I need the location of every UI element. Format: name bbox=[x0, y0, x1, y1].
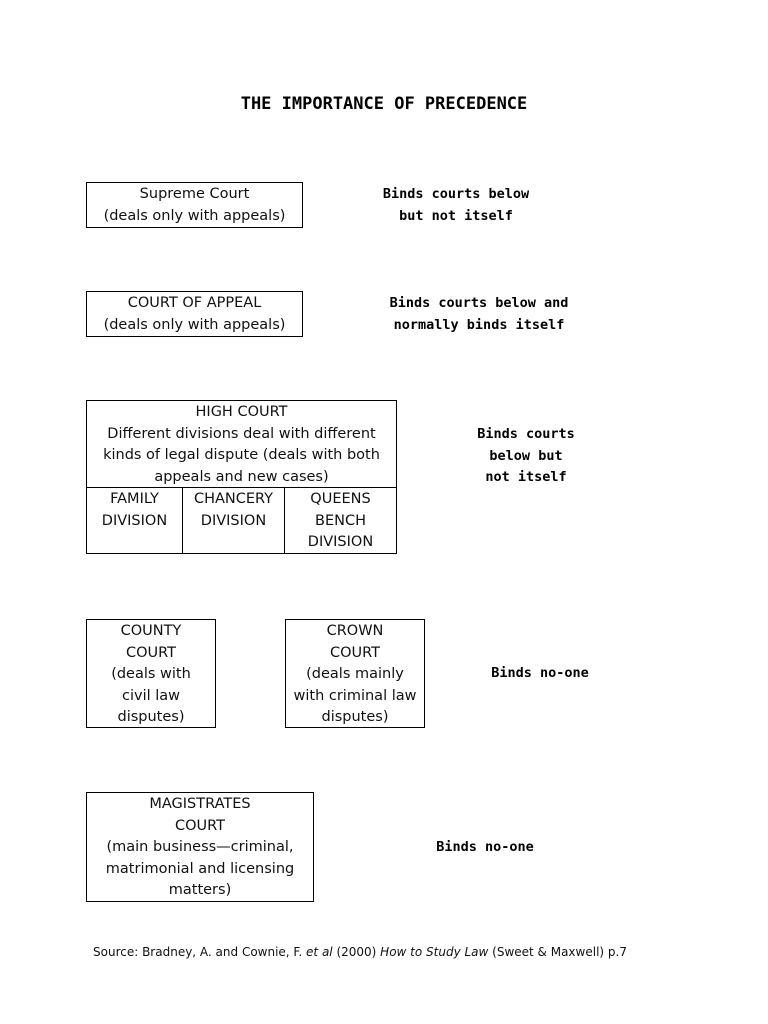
note-line: Binds no-one bbox=[436, 839, 534, 855]
magistrates-court-line: matters) bbox=[168, 882, 232, 898]
family-division-cell: FAMILY DIVISION bbox=[87, 488, 183, 553]
high-court-header: HIGH COURT Different divisions deal with… bbox=[87, 401, 396, 488]
high-court-note: Binds courts below but not itself bbox=[446, 424, 606, 489]
source-citation: Source: Bradney, A. and Cownie, F. et al… bbox=[93, 945, 627, 959]
note-line: but not itself bbox=[399, 207, 513, 224]
crown-court-line: with criminal law bbox=[293, 687, 417, 704]
magistrates-court-line: (main business—criminal, bbox=[106, 839, 294, 855]
page-title: THE IMPORTANCE OF PRECEDENCE bbox=[240, 94, 528, 114]
court-of-appeal-note: Binds courts below and normally binds it… bbox=[379, 293, 579, 336]
high-court-name: HIGH COURT bbox=[195, 404, 288, 420]
county-court-line: COUNTY bbox=[120, 623, 182, 639]
division-line: CHANCERY bbox=[193, 491, 274, 507]
division-line: QUEENS bbox=[310, 491, 371, 507]
source-prefix: Source: Bradney, A. and Cownie, F. bbox=[93, 945, 307, 959]
note-line: Binds courts below and bbox=[389, 295, 569, 311]
division-line: DIVISION bbox=[307, 534, 374, 550]
magistrates-court-line: MAGISTRATES bbox=[149, 796, 251, 812]
source-et-al: et al bbox=[306, 945, 333, 959]
magistrates-court-box: MAGISTRATES COURT (main business—crimina… bbox=[86, 792, 314, 902]
chancery-division-cell: CHANCERY DIVISION bbox=[183, 488, 285, 553]
court-of-appeal-description: (deals only with appeals) bbox=[103, 316, 286, 333]
high-court-box: HIGH COURT Different divisions deal with… bbox=[86, 400, 397, 554]
division-line: DIVISION bbox=[101, 512, 168, 529]
court-of-appeal-name: COURT OF APPEAL bbox=[127, 295, 262, 311]
crown-court-line: CROWN bbox=[326, 623, 384, 639]
supreme-court-name: Supreme Court bbox=[139, 186, 250, 202]
high-court-description-line: Different divisions deal with different bbox=[107, 425, 376, 442]
county-court-box: COUNTY COURT (deals with civil law dispu… bbox=[86, 619, 216, 728]
county-court-line: COURT bbox=[125, 644, 177, 661]
supreme-court-note: Binds courts below but not itself bbox=[356, 184, 556, 227]
county-court-line: disputes) bbox=[117, 709, 185, 725]
crown-court-box: CROWN COURT (deals mainly with criminal … bbox=[285, 619, 425, 728]
division-line: FAMILY bbox=[110, 491, 159, 507]
crown-court-line: (deals mainly bbox=[306, 666, 404, 682]
note-line: not itself bbox=[485, 469, 567, 485]
crown-court-line: disputes) bbox=[321, 709, 389, 725]
source-suffix: (Sweet & Maxwell) p.7 bbox=[488, 945, 627, 959]
county-court-line: civil law bbox=[121, 687, 181, 704]
county-court-line: (deals with bbox=[111, 666, 191, 682]
magistrates-court-line: matrimonial and licensing bbox=[105, 860, 295, 877]
source-book-title: How to Study Law bbox=[380, 945, 489, 959]
high-court-divisions: FAMILY DIVISION CHANCERY DIVISION QUEENS… bbox=[87, 488, 396, 553]
note-line: Binds no-one bbox=[491, 665, 589, 681]
note-line: Binds courts below bbox=[382, 186, 530, 202]
division-line: BENCH bbox=[315, 512, 366, 529]
note-line: Binds courts bbox=[477, 426, 575, 442]
note-line: normally binds itself bbox=[393, 316, 565, 333]
court-of-appeal-box: COURT OF APPEAL (deals only with appeals… bbox=[86, 291, 303, 337]
division-line: DIVISION bbox=[200, 512, 267, 529]
high-court-description-line: kinds of legal dispute (deals with both bbox=[103, 447, 380, 463]
county-crown-note: Binds no-one bbox=[455, 663, 625, 685]
note-line: below but bbox=[489, 447, 563, 464]
queens-bench-division-cell: QUEENS BENCH DIVISION bbox=[285, 488, 396, 553]
high-court-description-line: appeals and new cases) bbox=[154, 468, 329, 485]
supreme-court-description: (deals only with appeals) bbox=[103, 207, 286, 224]
supreme-court-box: Supreme Court (deals only with appeals) bbox=[86, 182, 303, 228]
magistrates-court-line: COURT bbox=[174, 817, 226, 834]
magistrates-court-note: Binds no-one bbox=[400, 837, 570, 859]
crown-court-line: COURT bbox=[329, 644, 381, 661]
source-year: (2000) bbox=[332, 945, 381, 959]
